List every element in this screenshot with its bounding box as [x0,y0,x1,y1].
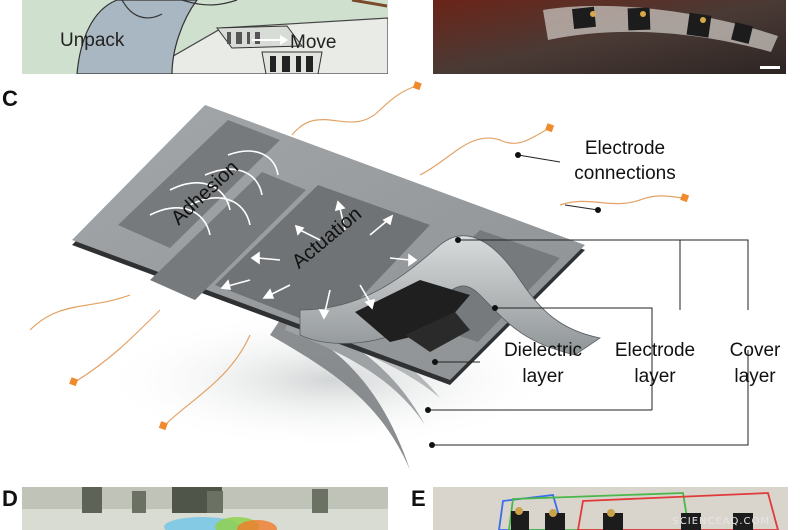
electrode-layer-label-line1: Electrode [614,340,696,361]
watermark-text: SCIENCEAQ.COM [672,516,770,527]
adhesion-field-lines [149,150,279,236]
leader-lines [428,154,749,446]
cover-layer-label-line2: layer [734,366,776,387]
actuation-arrows [220,200,418,320]
unpack-label: Unpack [60,30,125,51]
panel-c-diagram: C [0,80,800,475]
panel-d-letter: D [2,486,18,511]
panel-d-drawing [22,487,388,530]
move-label: Move [290,32,337,53]
panel-b-drawing [433,0,786,74]
panel-c-letter: C [2,86,18,111]
electrode-wires [29,84,686,426]
layer-diagram [29,81,749,470]
electrode-layer-label-line2: layer [634,366,676,387]
panel-e-photo: SCIENCEAQ.COM [433,487,788,530]
electrode-connections-label-line1: Electrode [584,138,666,159]
dielectric-layer-label-line1: Dielectric [503,340,583,361]
panel-a-illustration: Unpack Move [22,0,388,74]
wire-pads [69,81,690,431]
dielectric-layer-label-line2: layer [522,366,564,387]
panel-e-drawing [433,487,788,530]
cover-layer-label-line1: Cover [729,340,781,361]
panel-b-photo [433,0,786,74]
panel-e-letter: E [411,486,426,511]
panel-d-photo [22,487,388,530]
leader-dots [425,152,601,448]
device-on-table [216,25,323,74]
panel-a-drawing [22,0,388,74]
scale-bar [760,66,780,69]
electrode-connections-label-line2: connections [574,163,676,184]
